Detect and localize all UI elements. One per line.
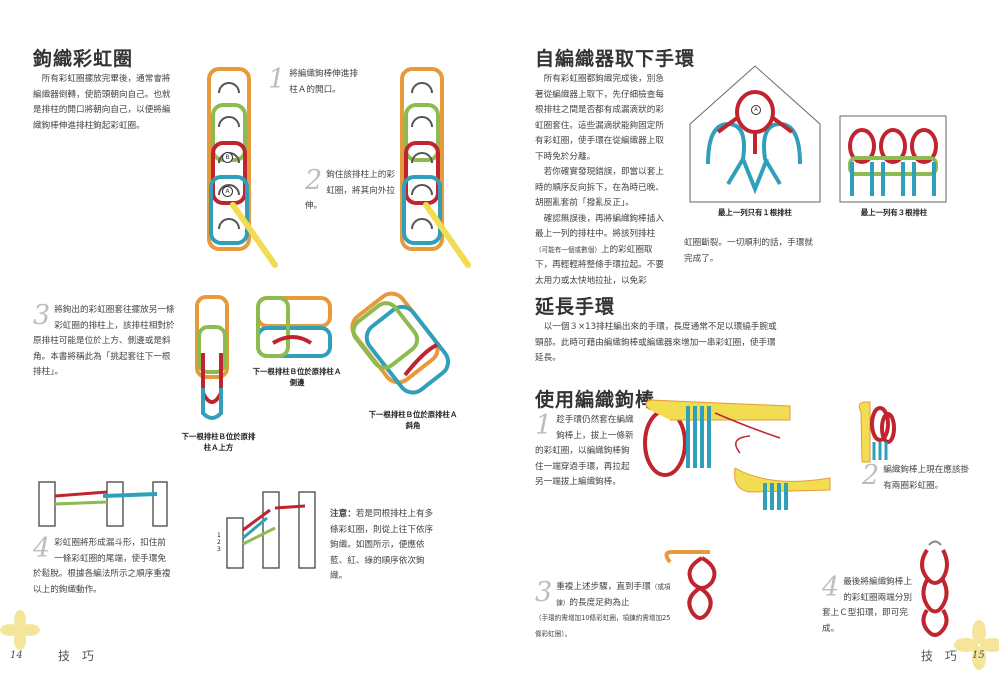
single-peg-top-diagram <box>689 65 821 203</box>
step4-diagram <box>38 481 168 527</box>
section-title-remove: 自編織器取下手環 <box>535 48 696 70</box>
hook-step4-diagram <box>920 540 949 637</box>
page-number-left: 14 <box>10 650 23 661</box>
caption-peg-side: 下一根排柱Ｂ位於原排柱Ａ側邊 <box>252 367 342 387</box>
caption-three-pegs: 最上一列有３根排柱 <box>860 208 928 217</box>
caption-one-peg: 最上一列只有１根排柱 <box>718 208 792 217</box>
step1-diagram <box>207 67 278 268</box>
peg-diagonal-diagram <box>350 291 451 395</box>
page-number-right: 15 <box>972 650 985 661</box>
note-text: 注意：若是同根排柱上有多條彩虹圈，則從上往下依序鉤織。如圖所示，便應依藍、紅、綠… <box>330 509 434 581</box>
hook-step1-diagram <box>643 399 831 510</box>
caption-peg-above: 下一根排柱Ｂ位於原排柱Ａ上方 <box>181 432 256 452</box>
peg-above-diagram <box>195 295 229 420</box>
hook-step2-diagram <box>858 401 896 463</box>
section-title-extend: 延長手環 <box>535 296 616 318</box>
hook-step3-diagram <box>664 550 717 620</box>
remove-paragraphs: 所有彩虹圈都鉤織完成後，別急著從編織器上取下，先仔細檢查每根排柱之間是否都有成漏… <box>535 74 664 286</box>
step2-diagram <box>400 67 471 268</box>
section-title-crochet-bands: 鉤織彩虹圈 <box>33 48 134 70</box>
section-title-hook: 使用編織鉤棒 <box>535 389 656 411</box>
peg-label-b: B <box>222 152 233 163</box>
remove-paragraph-continued: 虹圈斷裂。一切順利的話，手環就完成了。 <box>684 238 813 264</box>
footer-right: 技 巧 <box>921 649 961 663</box>
peg-side-diagram <box>256 296 332 358</box>
footer-left: 技 巧 <box>58 649 98 663</box>
caption-peg-diagonal: 下一根排柱Ｂ位於原排柱Ａ斜角 <box>368 410 458 430</box>
flower-decoration-left <box>0 610 40 650</box>
peg-label-a-right: A <box>751 105 761 115</box>
three-pegs-top-diagram <box>839 115 947 203</box>
flower-decoration-right <box>954 620 999 670</box>
peg-label-a: A <box>222 186 233 197</box>
note-diagram <box>226 491 316 569</box>
intro-paragraph: 所有彩虹圈擺放完畢後，通常會將編織器倒轉，使箭頭朝向自己。也就是排柱的開口將朝向… <box>33 74 171 131</box>
extend-paragraph: 以一個３×13排柱編出來的手環，長度通常不足以環繞手腕或頸部。此時可藉由編織鉤棒… <box>535 322 777 363</box>
